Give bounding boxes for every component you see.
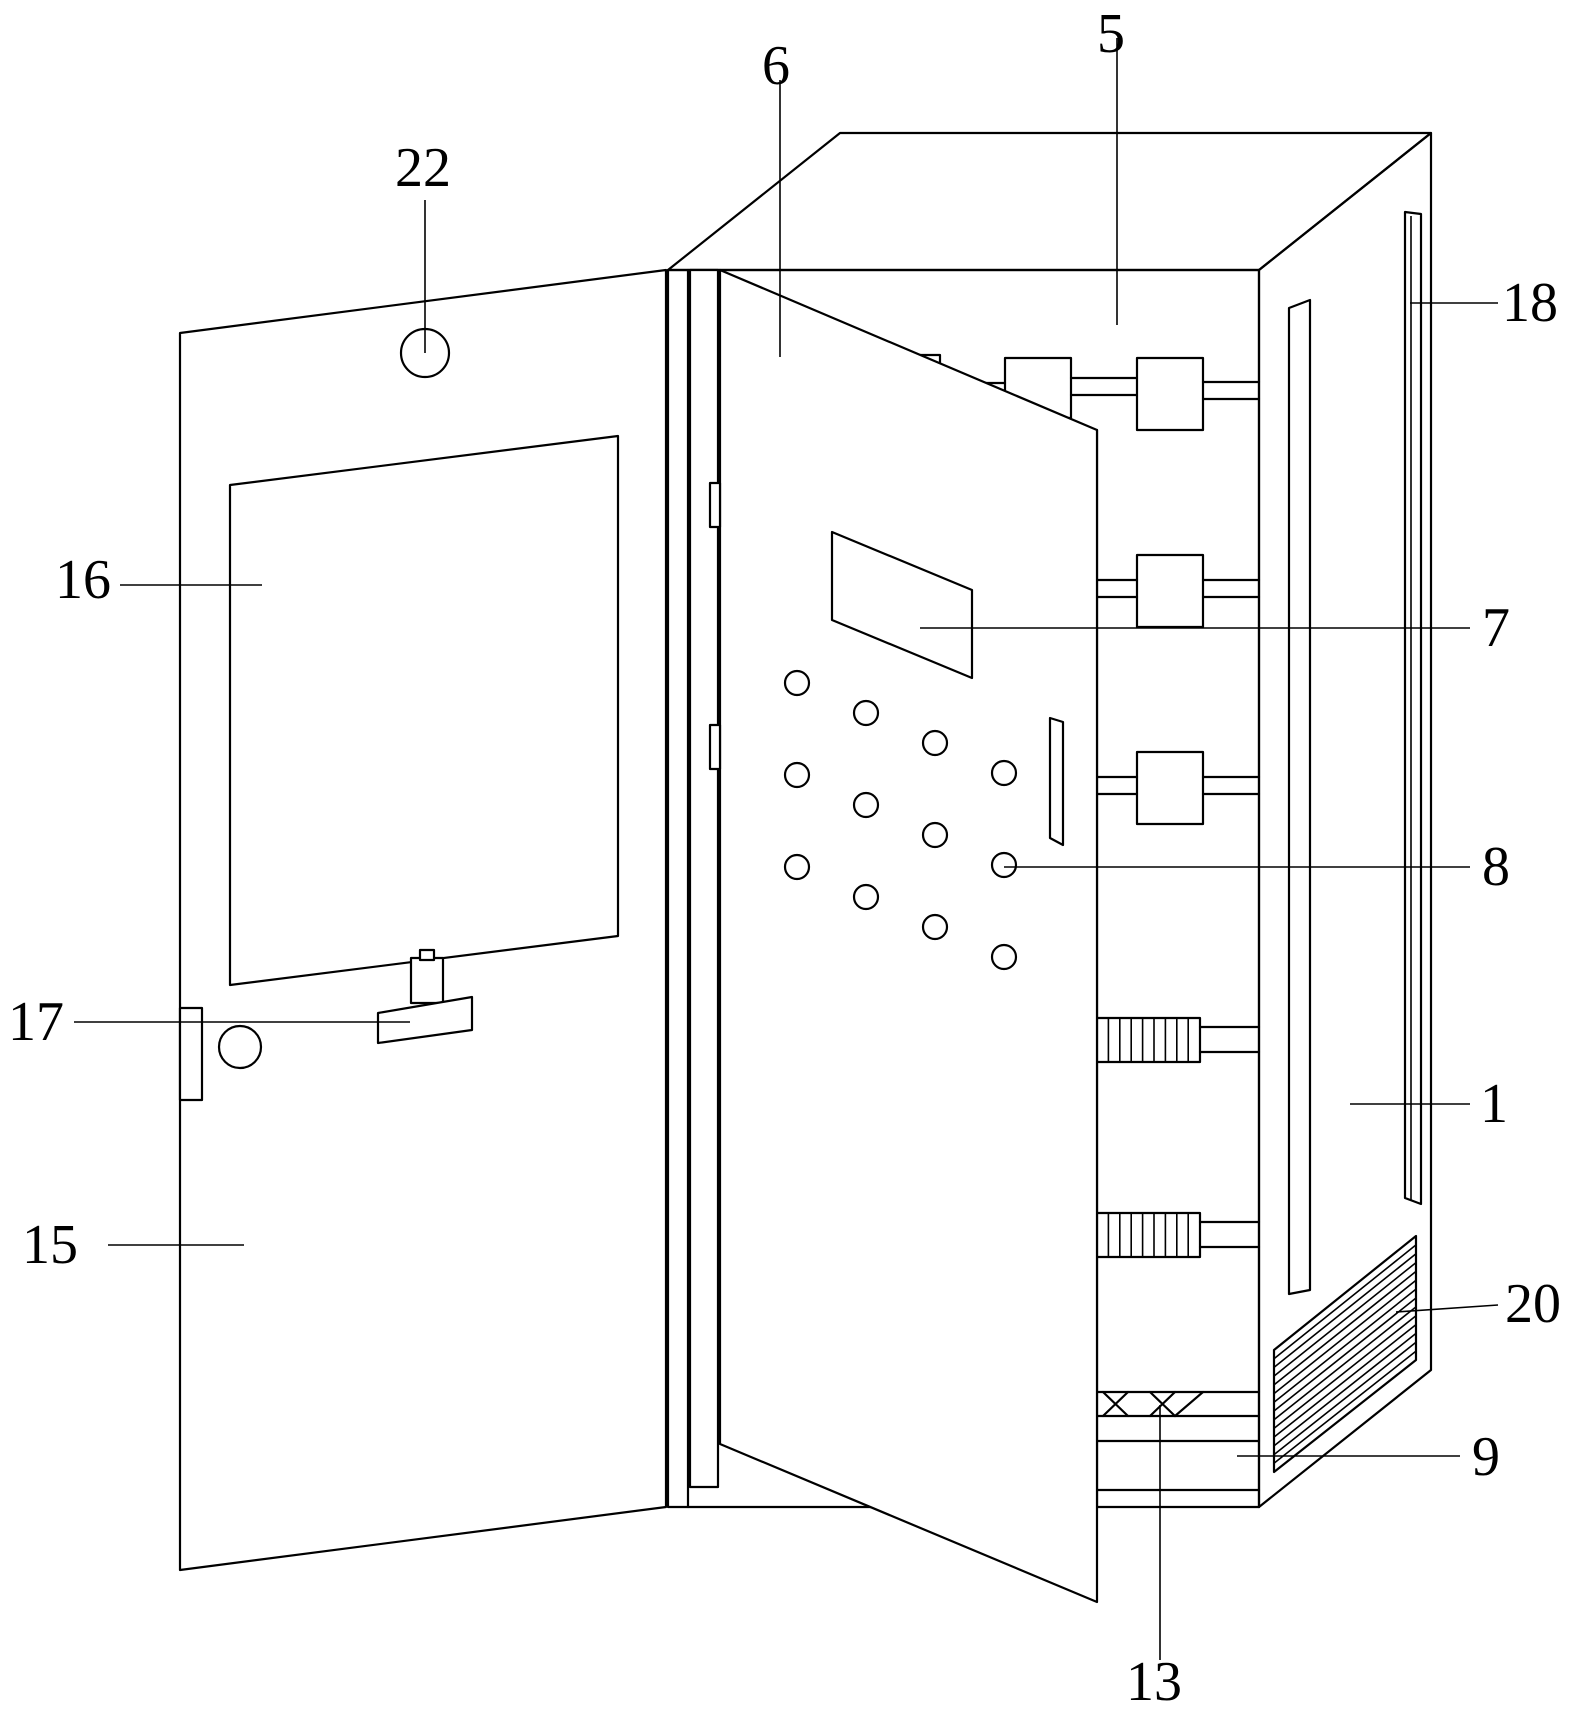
stroke-line <box>1273 1279 1417 1395</box>
label-22: 22 <box>395 137 451 199</box>
label-17: 17 <box>8 991 64 1053</box>
part-labels: 5 6 22 18 16 7 8 17 1 15 20 9 13 <box>8 3 1561 1710</box>
inner-door-panel <box>688 268 1099 1604</box>
stroke-line <box>1273 1315 1417 1430</box>
stroke-line <box>1273 1350 1417 1464</box>
label-15: 15 <box>22 1214 78 1276</box>
stroke-line <box>1273 1288 1417 1403</box>
stroke-line <box>1273 1270 1417 1386</box>
stroke-line <box>1273 1323 1417 1438</box>
label-7: 7 <box>1482 597 1510 659</box>
label-18: 18 <box>1502 272 1558 334</box>
label-13: 13 <box>1126 1651 1182 1710</box>
stroke-line <box>1273 1306 1417 1421</box>
leader-lines <box>74 38 1499 1660</box>
internal-components <box>918 353 1261 1492</box>
side-slots <box>1287 210 1423 1296</box>
vent-grille <box>1272 1234 1418 1474</box>
label-5: 5 <box>1097 3 1125 65</box>
stroke-line <box>1273 1244 1417 1360</box>
stroke-line <box>1273 1261 1417 1377</box>
stroke-line <box>1273 1341 1417 1456</box>
stroke-line <box>1273 1332 1417 1447</box>
label-1: 1 <box>1480 1073 1508 1135</box>
label-9: 9 <box>1472 1426 1500 1488</box>
label-20: 20 <box>1505 1273 1561 1335</box>
label-8: 8 <box>1482 836 1510 898</box>
label-16: 16 <box>55 549 111 611</box>
stroke-line <box>1273 1297 1417 1412</box>
stroke-line <box>1273 1253 1417 1369</box>
label-6: 6 <box>762 35 790 97</box>
outer-door <box>178 268 668 1572</box>
